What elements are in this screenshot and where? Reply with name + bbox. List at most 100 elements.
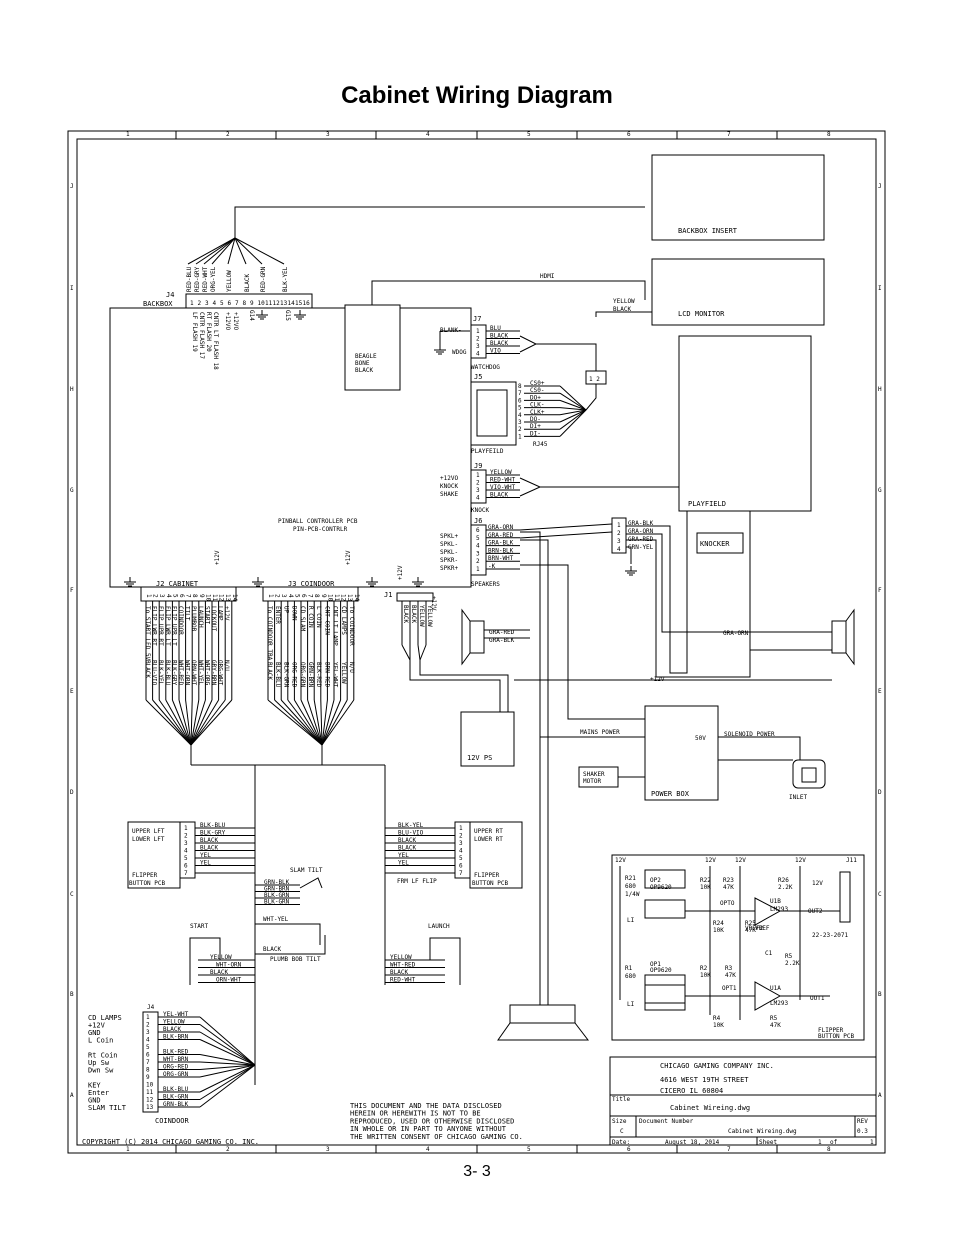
svg-text:Sheet: Sheet: [759, 1139, 777, 1146]
j2-connector: [140, 586, 237, 602]
j6-left-label: SPKR+: [440, 565, 458, 572]
j4c-function: CD LAMPS: [88, 1014, 122, 1022]
schematic-label: OPT1: [722, 985, 737, 992]
j6-wire: BRN-WHT: [488, 555, 514, 562]
schematic-label: BUTTON PCB: [818, 1033, 855, 1040]
yellow-label: YELLOW: [613, 298, 635, 305]
flipper-left-wire: YEL: [200, 860, 211, 867]
border-row-right: H: [878, 386, 882, 393]
j4c-function: Up Sw: [88, 1059, 110, 1067]
border-row-left: B: [70, 991, 74, 998]
j5-wire: CLK-: [530, 402, 544, 409]
svg-text:BUTTON PCB: BUTTON PCB: [472, 880, 509, 887]
j4c-pin: 9: [146, 1074, 150, 1081]
j4c-wire: ORG-RED: [163, 1064, 189, 1071]
schematic-label: 12V: [812, 880, 823, 887]
wire-line: [321, 699, 342, 746]
j4-function: CNTR LT FLASH 18: [212, 312, 219, 370]
j3-function: UP: [282, 606, 289, 614]
wire-line: [190, 699, 200, 746]
svg-text:J6: J6: [474, 517, 482, 525]
schematic-label: 1/4W: [625, 891, 640, 898]
j7-pin: 1: [476, 328, 480, 335]
j3-wire: BLK-BLU: [274, 662, 281, 688]
j3-function: To COINDOOR: [348, 606, 355, 646]
j4c-wire: ORG-GRN: [163, 1071, 189, 1078]
svg-text:INLET: INLET: [789, 794, 807, 801]
j5-wire: CS0-: [530, 387, 544, 394]
border-row-left: D: [70, 789, 74, 796]
j7-pin: 3: [476, 343, 480, 350]
j4c-pin: 11: [146, 1089, 154, 1096]
schematic-label: 12V: [795, 857, 806, 864]
wire-line: [419, 644, 427, 661]
j2-pin: 11: [211, 594, 218, 602]
j6-wire: -K: [488, 563, 496, 570]
svg-text:J4: J4: [147, 1004, 155, 1011]
wire-line: [559, 407, 587, 411]
j3-pin: 10: [326, 594, 333, 602]
wire-line: [199, 1024, 256, 1066]
j3-pin: 3: [280, 594, 287, 598]
svg-text:J9: J9: [474, 462, 482, 470]
backbox-insert-box: [651, 154, 825, 241]
svg-text:J5: J5: [474, 373, 482, 381]
j3-wire: GRN-BRN: [307, 662, 314, 688]
j9-wire: YELLOW: [490, 469, 512, 476]
j4-backbox-sublabel: BACKBOX: [143, 300, 173, 308]
wire-line: [199, 1064, 256, 1093]
svg-text:KNOCK: KNOCK: [471, 507, 489, 514]
wire-line: [199, 1064, 256, 1100]
j4c-function: Enter: [88, 1089, 109, 1097]
j4c-wire: BLK-GRN: [163, 1094, 189, 1101]
svg-text:SLAM TILT: SLAM TILT: [290, 867, 323, 874]
border-row-left: J: [70, 183, 74, 190]
j4c-wire: WHT-BRN: [163, 1056, 189, 1063]
svg-text:J2 CABINET: J2 CABINET: [156, 580, 199, 588]
j2-function: TILT: [184, 606, 191, 621]
page-title: Cabinet Wiring Diagram: [341, 82, 613, 109]
j2-function: LAMP: [217, 606, 224, 621]
border-col-top: 7: [727, 131, 731, 138]
j5-pin: 2: [518, 426, 522, 433]
wire-line: [559, 409, 587, 430]
svg-text:COINDOOR: COINDOOR: [155, 1117, 190, 1125]
svg-text:0.3: 0.3: [857, 1128, 868, 1135]
svg-text:RJ45: RJ45: [533, 441, 548, 448]
j1-wire: BLACK: [402, 605, 409, 623]
j2-function: LAUNCH: [197, 606, 204, 628]
svg-text:POWER BOX: POWER BOX: [651, 790, 690, 798]
wire-line: [321, 699, 355, 746]
border-col-top: 8: [827, 131, 831, 138]
j4c-wire: YELLOW: [163, 1019, 185, 1026]
j3-wire: BLACK: [266, 662, 273, 680]
svg-text:MAINS POWER: MAINS POWER: [580, 729, 620, 736]
svg-text:FLIPPER: FLIPPER: [474, 872, 500, 879]
j3-wire: YEL-WHT: [332, 662, 339, 688]
j7-wire: BLACK: [490, 340, 508, 347]
schematic-label: 47K: [745, 927, 756, 934]
wire-line: [417, 644, 421, 661]
j4c-function: GND: [88, 1029, 101, 1037]
j2-function: FLIP LWR RT: [151, 606, 158, 646]
j4c-pin: 1: [146, 1014, 150, 1021]
border-col-bottom: 2: [226, 1146, 230, 1153]
schematic-label: R21: [625, 875, 636, 882]
wire-line: [293, 699, 323, 746]
right-speaker: [831, 608, 855, 666]
j4c-function: SLAM TILT: [88, 1104, 127, 1112]
wire-line: [190, 699, 226, 746]
j2-pin: 9: [198, 594, 205, 598]
svg-text:BLACK: BLACK: [355, 367, 373, 374]
j5-pin: 7: [518, 390, 522, 397]
svg-text:GRA-ORN: GRA-ORN: [723, 630, 749, 637]
svg-text:LOWER LFT: LOWER LFT: [132, 836, 165, 843]
svg-text:MOTOR: MOTOR: [583, 778, 601, 785]
svg-text:Title: Title: [612, 1096, 630, 1103]
svg-text:UPPER LFT: UPPER LFT: [132, 828, 165, 835]
wire-line: [152, 699, 192, 746]
schematic-label: 680: [625, 973, 636, 980]
wire-line: [199, 1054, 256, 1066]
